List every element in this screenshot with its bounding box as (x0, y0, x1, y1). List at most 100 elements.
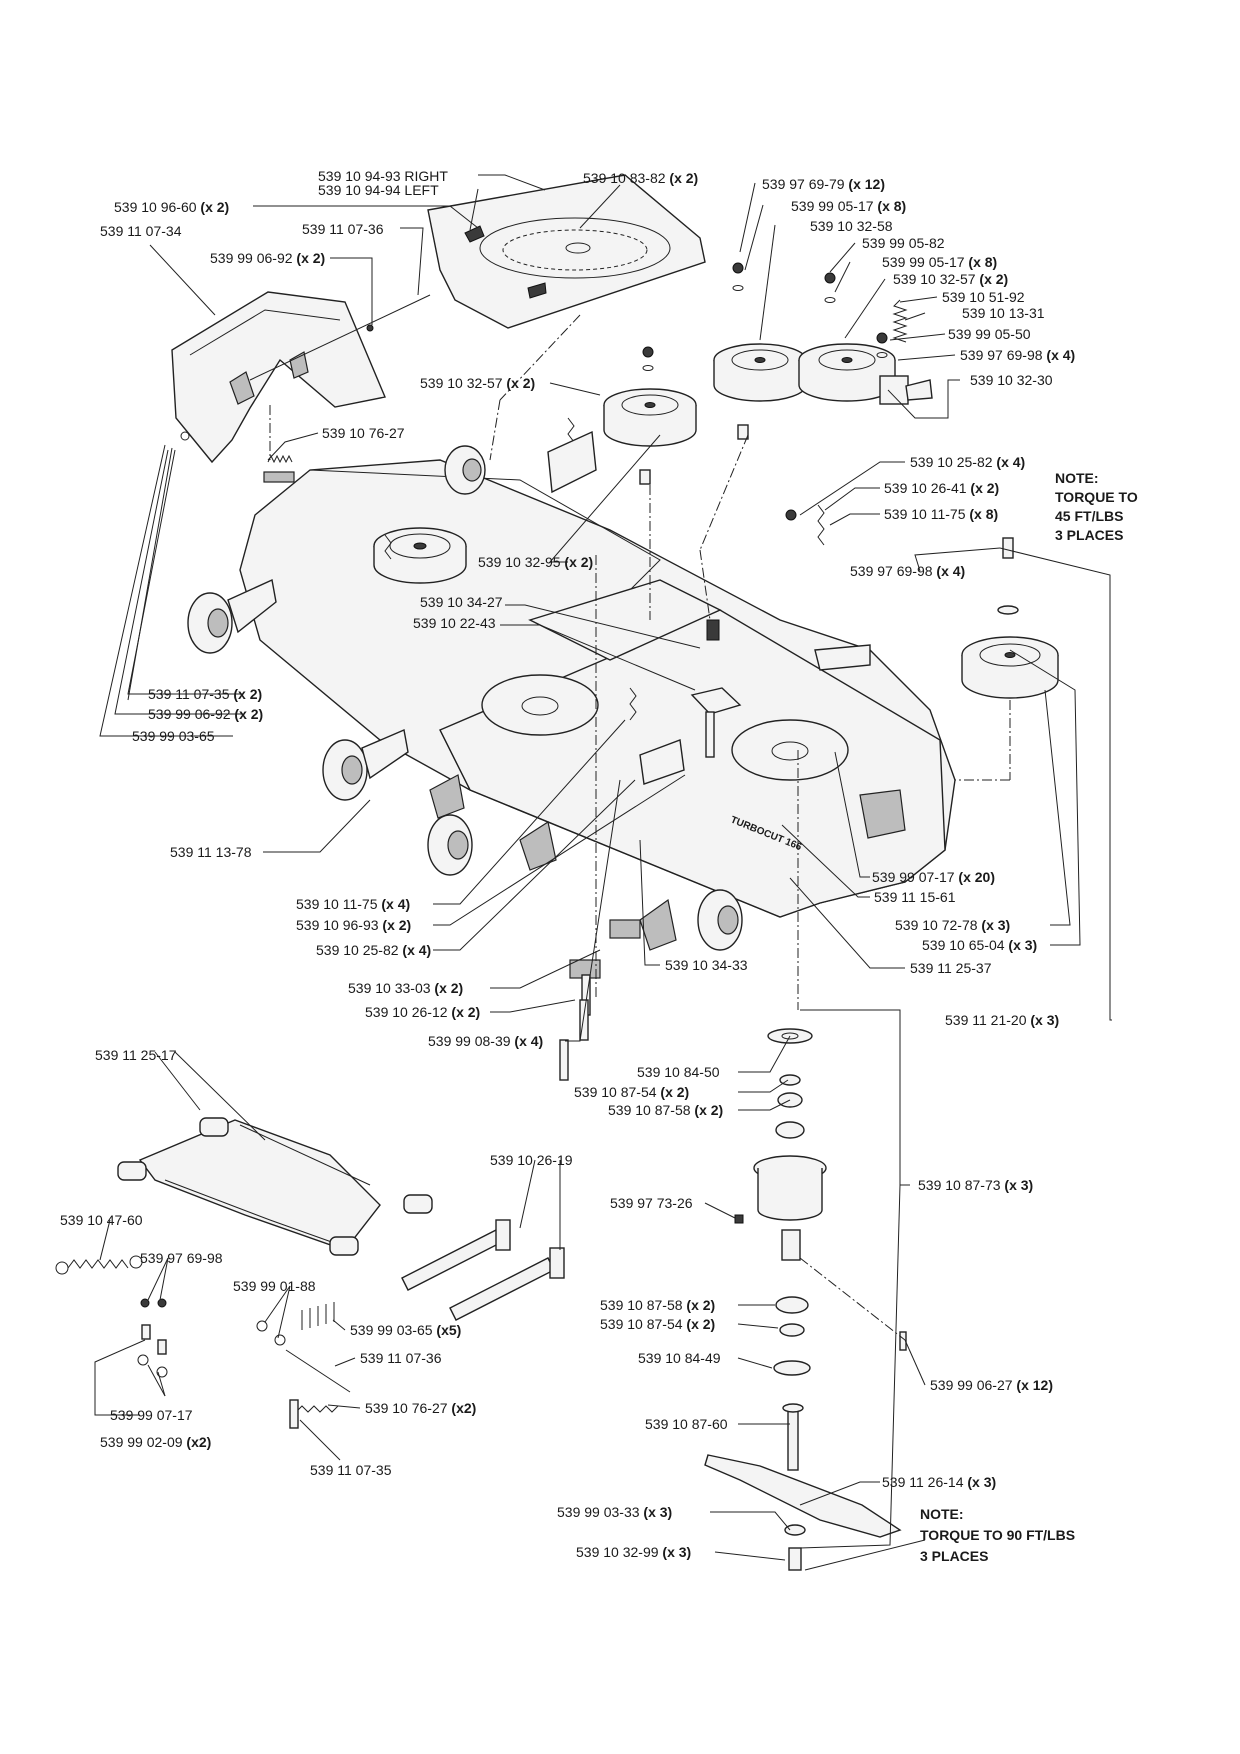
callout-part: 539 97 69-79 (762, 176, 845, 192)
callout-qty: (x 4) (1046, 347, 1075, 363)
callout-part: 539 97 69-98 (960, 347, 1043, 363)
callout-part: 539 99 02-09 (100, 1434, 183, 1450)
deck-wheel-center (427, 814, 473, 876)
callout-part: 539 10 87-73 (918, 1177, 1001, 1193)
callout-qty: (x 8) (969, 506, 998, 522)
callout-part: 539 99 07-17 (110, 1407, 193, 1423)
top-pulley-1 (713, 343, 807, 402)
svg-text:539 10 11-75 (x 8): 539 10 11-75 (x 8) (884, 506, 998, 522)
svg-text:3 PLACES: 3 PLACES (1055, 527, 1123, 543)
callout-qty: (x 20) (958, 869, 995, 885)
svg-text:539 10 26-41 (x 2): 539 10 26-41 (x 2) (884, 480, 999, 496)
deck-idler-pulley (373, 527, 467, 584)
parts-illustration: TURBOCUT 166 (55, 174, 1059, 1571)
svg-text:539 10 76-27 (x2): 539 10 76-27 (x2) (365, 1400, 476, 1416)
deck-bracket-rear (547, 430, 597, 494)
discharge-chute (171, 291, 431, 464)
deck-wheel-left-front (322, 729, 409, 801)
callout-qty: (x 2) (296, 250, 325, 266)
svg-text:539 10 87-54 (x 2): 539 10 87-54 (x 2) (600, 1316, 715, 1332)
mower-blade (704, 1454, 902, 1538)
idler-arm-assembly (690, 619, 742, 758)
callout-part: 539 10 11-75 (296, 896, 378, 912)
svg-text:539 99 03-33 (x 3): 539 99 03-33 (x 3) (557, 1504, 672, 1520)
callout-part: 539 10 32-99 (576, 1544, 659, 1560)
deck-wheel-left-rear (187, 578, 277, 654)
svg-text:539 10 25-82 (x 4): 539 10 25-82 (x 4) (910, 454, 1025, 470)
tensioner-spring (879, 299, 933, 405)
svg-text:539 97 69-98 (x 4): 539 97 69-98 (x 4) (960, 347, 1075, 363)
callout-part: 539 11 26-14 (882, 1474, 964, 1490)
svg-text:539 99 06-92 (x 2): 539 99 06-92 (x 2) (148, 706, 263, 722)
callout-part: 539 99 06-27 (930, 1377, 1013, 1393)
callout-qty: (x 2) (434, 980, 463, 996)
svg-text:539 10 87-58 (x 2): 539 10 87-58 (x 2) (608, 1102, 723, 1118)
belt-cover (427, 174, 706, 329)
svg-text:539 11 07-35 (x 2): 539 11 07-35 (x 2) (148, 686, 262, 702)
callout-qty: (x 2) (234, 706, 263, 722)
callout-part: 539 10 34-33 (665, 957, 748, 973)
callout-qty: (x 3) (1030, 1012, 1059, 1028)
callout-part: 539 10 72-78 (895, 917, 978, 933)
svg-text:NOTE:: NOTE: (920, 1506, 964, 1522)
callout-part: 539 99 07-17 (872, 869, 955, 885)
svg-text:539 10 32-99 (x 3): 539 10 32-99 (x 3) (576, 1544, 691, 1560)
callout-part: 539 10 65-04 (922, 937, 1005, 953)
callout-part: 539 11 07-36 (302, 221, 384, 237)
svg-text:539 10 87-73 (x 3): 539 10 87-73 (x 3) (918, 1177, 1033, 1193)
callout-qty: (x 3) (981, 917, 1010, 933)
lift-spring (55, 1255, 143, 1275)
callout-qty: (x 2) (506, 375, 535, 391)
callout-qty: (x 8) (968, 254, 997, 270)
chute-spring (263, 454, 295, 483)
callout-qty: (x 2) (686, 1316, 715, 1332)
svg-text:539 99 05-17 (x 8): 539 99 05-17 (x 8) (882, 254, 997, 270)
top-fasteners (639, 262, 1019, 615)
callout-part: 539 11 25-37 (910, 960, 992, 976)
svg-text:TORQUE TO: TORQUE TO (1055, 489, 1138, 505)
callout-qty: (x 2) (200, 199, 229, 215)
callout-part: 539 99 01-88 (233, 1278, 316, 1294)
callout-qty: (x 2) (694, 1102, 723, 1118)
svg-text:45 FT/LBS: 45 FT/LBS (1055, 508, 1123, 524)
callout-part: 539 11 07-35 (310, 1462, 392, 1478)
top-pulley-3 (603, 388, 697, 447)
svg-text:539 99 02-09 (x2): 539 99 02-09 (x2) (100, 1434, 211, 1450)
lift-rods (401, 1219, 565, 1321)
svg-text:539 10 83-82 (x 2): 539 10 83-82 (x 2) (583, 170, 698, 186)
assembly-lines (269, 314, 1011, 1341)
callout-part: 539 99 05-50 (948, 326, 1031, 342)
svg-text:539 10 96-60 (x 2): 539 10 96-60 (x 2) (114, 199, 229, 215)
callout-part: 539 10 25-82 (316, 942, 399, 958)
svg-text:539 10 32-57 (x 2): 539 10 32-57 (x 2) (420, 375, 535, 391)
callout-part: 539 11 15-61 (874, 889, 956, 905)
svg-text:539 10 32-95 (x 2): 539 10 32-95 (x 2) (478, 554, 593, 570)
callout-part: 539 10 87-58 (600, 1297, 683, 1313)
callout-part: 539 99 05-82 (862, 235, 945, 251)
callout-part: 539 10 26-41 (884, 480, 967, 496)
loose-hardware (137, 919, 907, 1393)
deck-bracket-right (814, 644, 871, 671)
callout-qty: (x 12) (1016, 1377, 1053, 1393)
callout-part: 539 10 84-50 (637, 1064, 720, 1080)
right-spindle-pulley (961, 636, 1059, 699)
callout-qty: (x 3) (662, 1544, 691, 1560)
deck-bracket-front (639, 739, 685, 785)
callout-part: 539 11 07-36 (360, 1350, 442, 1366)
svg-text:539 97 69-98 (x 4): 539 97 69-98 (x 4) (850, 563, 965, 579)
callout-part: 539 99 05-17 (882, 254, 965, 270)
callout-part: 539 11 25-17 (95, 1047, 177, 1063)
callout-part: 539 10 87-54 (600, 1316, 683, 1332)
callout-qty: (x 3) (1008, 937, 1037, 953)
callout-part: 539 10 32-57 (420, 375, 503, 391)
svg-text:539 10 87-58 (x 2): 539 10 87-58 (x 2) (600, 1297, 715, 1313)
svg-text:NOTE:: NOTE: (1055, 470, 1099, 486)
callout-qty: (x 2) (669, 170, 698, 186)
callout-qty: (x 4) (936, 563, 965, 579)
callout-part: 539 99 08-39 (428, 1033, 511, 1049)
callout-part: 539 99 06-92 (148, 706, 231, 722)
leader-lines (94, 174, 1112, 1571)
svg-text:539 11 21-20 (x 3): 539 11 21-20 (x 3) (945, 1012, 1059, 1028)
callout-part: 539 10 32-95 (478, 554, 561, 570)
callout-part: 539 10 26-12 (365, 1004, 448, 1020)
